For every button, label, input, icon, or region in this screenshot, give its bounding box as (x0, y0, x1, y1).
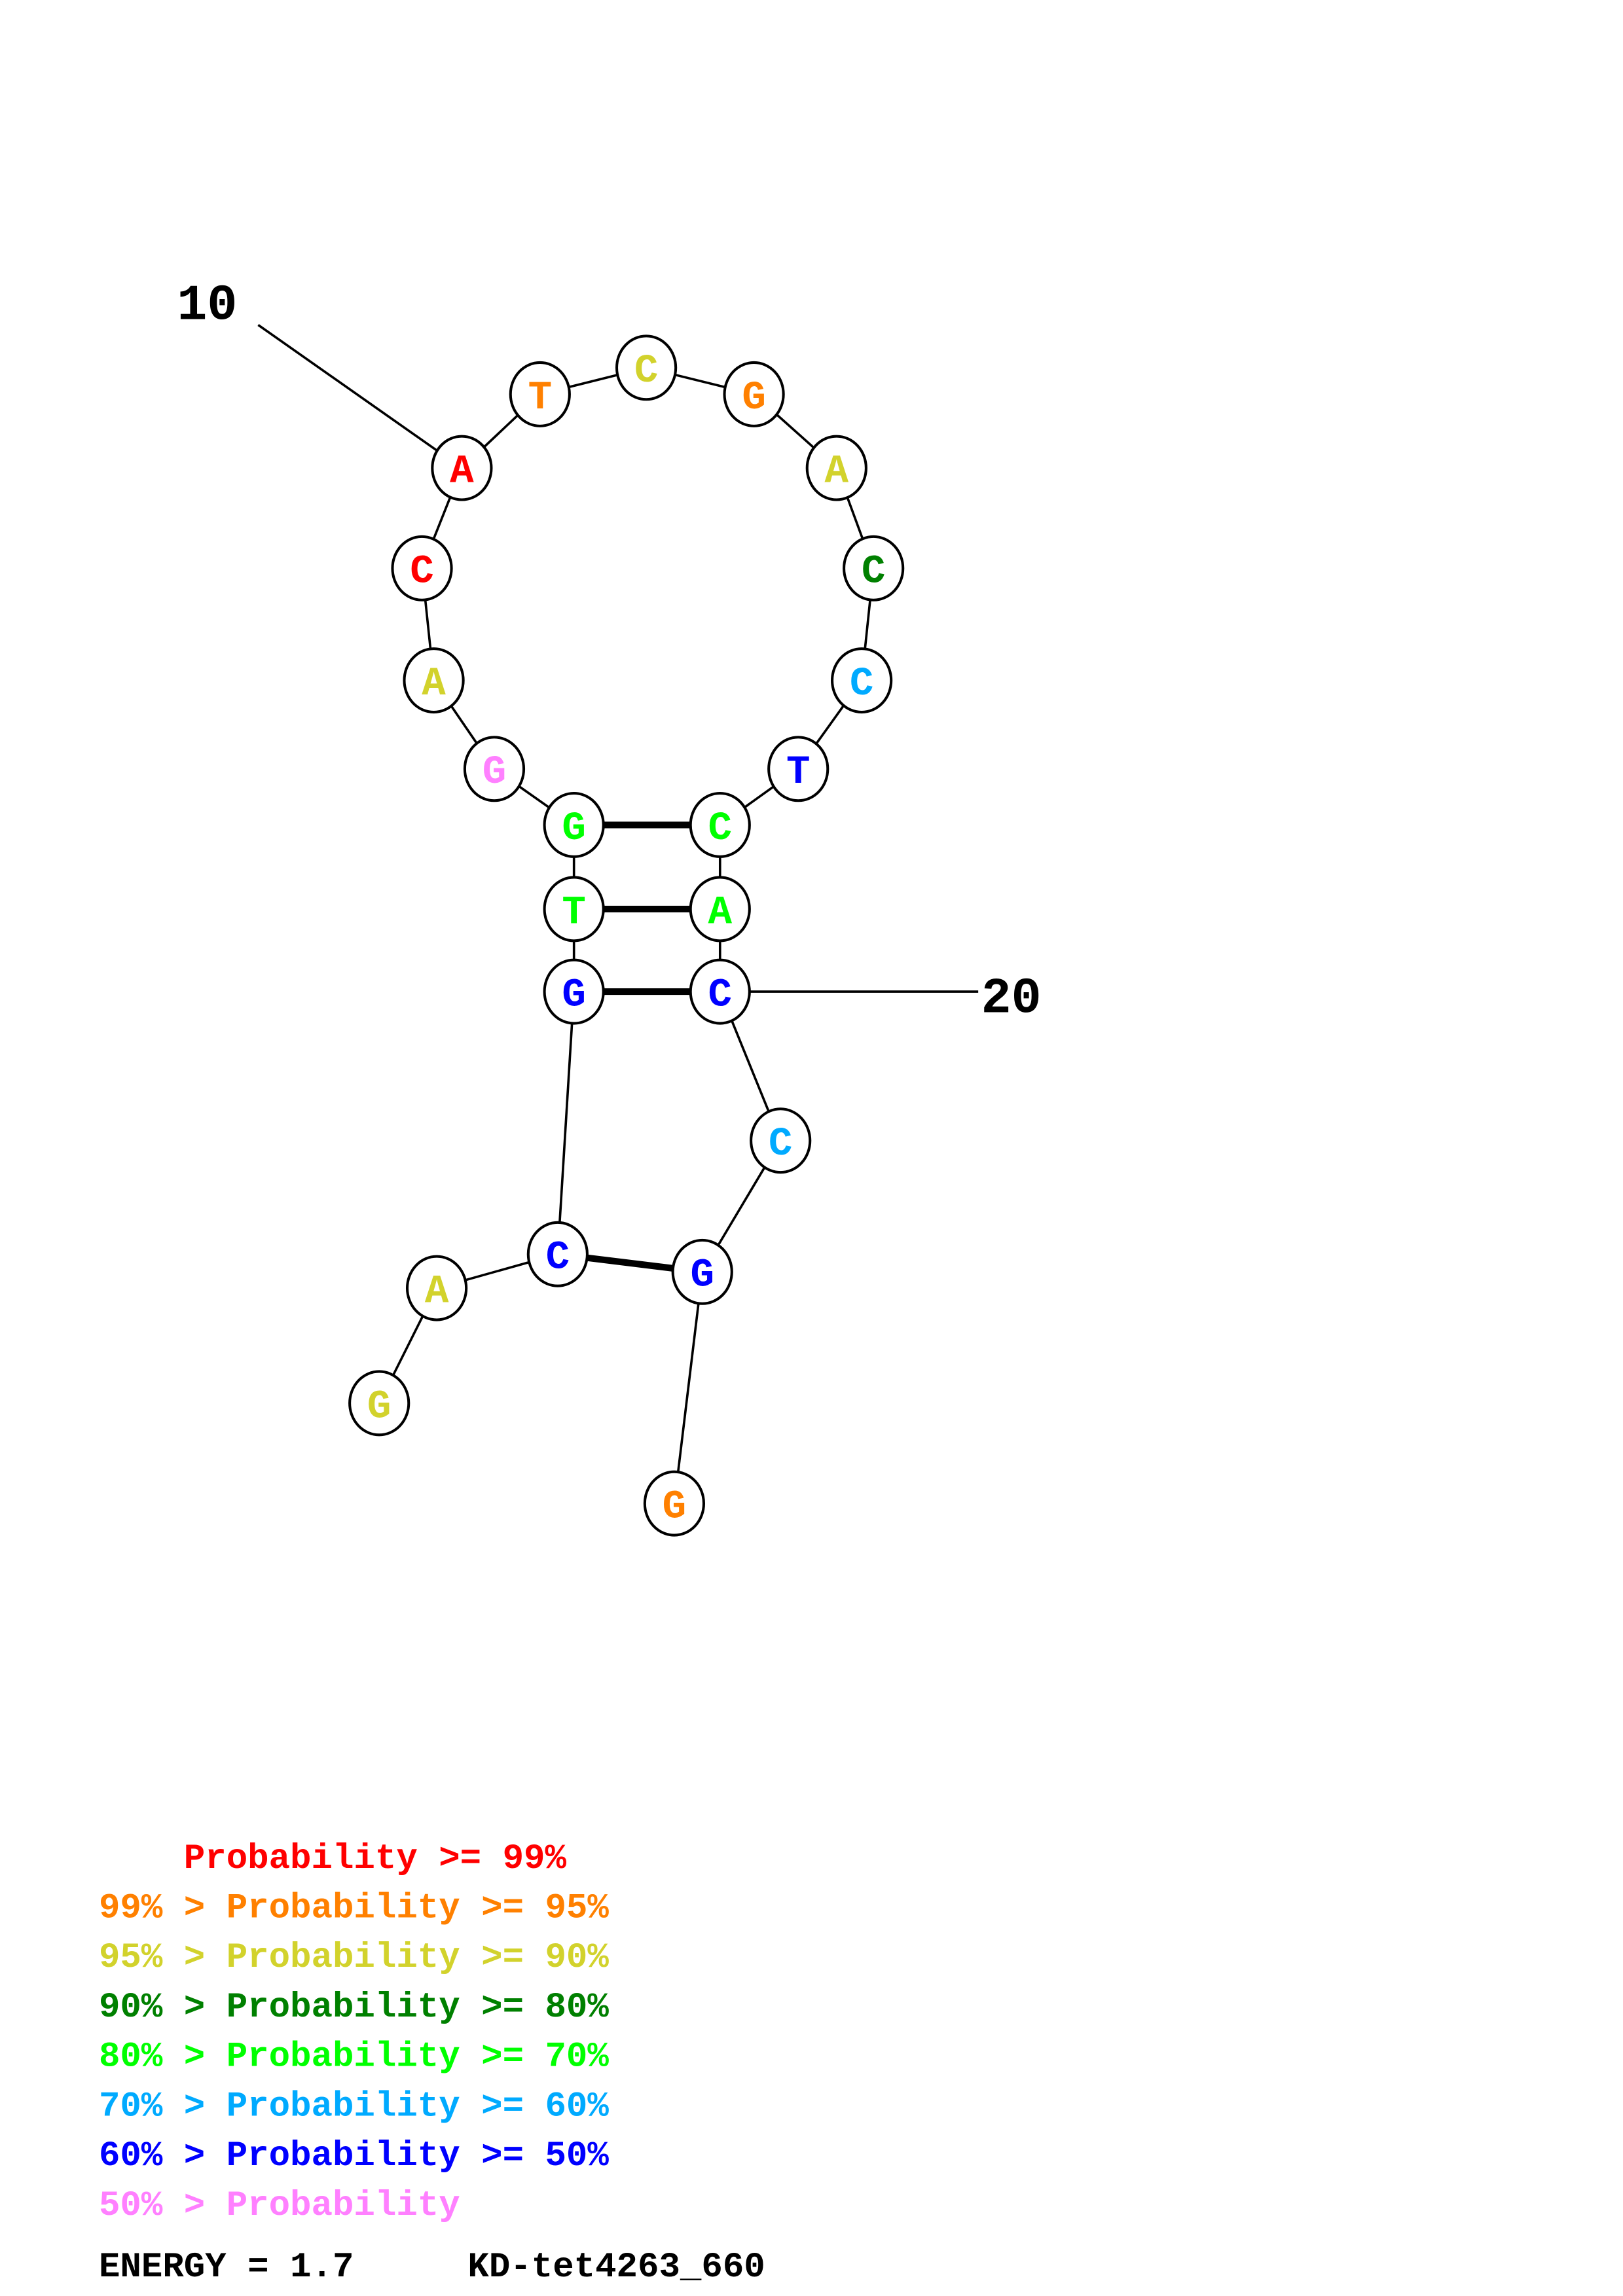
nucleotide-base: C (634, 349, 659, 394)
nucleotide-base: A (425, 1270, 449, 1315)
nucleotide-circle (348, 1370, 410, 1437)
nucleotide-circle (509, 361, 571, 427)
position-label-20: 20 (981, 971, 1042, 1028)
nucleotide-14: A (805, 435, 867, 501)
nucleotide-base: G (562, 973, 586, 1018)
nucleotide-circle (431, 435, 493, 501)
nucleotide-base: C (546, 1236, 570, 1281)
nucleotide-base: T (562, 890, 586, 935)
nucleotide-base: G (663, 1485, 687, 1530)
nucleotide-base: C (769, 1122, 793, 1167)
footer: ENERGY = 1.7 KD-tet4263_660 (99, 2248, 765, 2287)
nucleotide-base: C (862, 550, 886, 595)
nucleotide-10: A (431, 435, 493, 501)
nucleotide-base: G (562, 806, 586, 852)
nucleotide-base: G (483, 750, 507, 795)
nucleotide-circle (403, 647, 465, 714)
nucleotide-base: G (690, 1253, 714, 1299)
nucleotide-21: C (750, 1107, 812, 1174)
probability-legend: Probability >= 99% 99% > Probability >= 9… (99, 1839, 609, 2226)
nucleotide-circle (543, 958, 605, 1025)
nucleotide-circle (463, 736, 526, 802)
nucleotide-base: A (708, 890, 733, 935)
backbone-link (673, 1272, 704, 1504)
nucleotide-circle (689, 876, 751, 942)
position-labels: 10 20 (177, 278, 1041, 1028)
nucleotide-base: C (850, 662, 874, 707)
nucleotide-circle (767, 736, 830, 802)
legend-entry: Probability >= 99% (99, 1839, 566, 1879)
nucleotide-circle (843, 535, 905, 601)
position-label-line (257, 323, 463, 469)
nucleotide-4: G (543, 958, 605, 1025)
nucleotide-circle (543, 791, 605, 858)
nucleotide-base: G (367, 1384, 392, 1429)
nucleotide-18: C (689, 791, 751, 858)
nucleotide-17: T (767, 736, 830, 802)
nucleotide-base: G (742, 376, 766, 421)
nucleotide-5: T (543, 876, 605, 942)
nucleotide-3: C (526, 1221, 589, 1287)
nucleotide-circle (615, 334, 678, 401)
nucleotide-circle (831, 647, 893, 714)
position-label-10: 10 (177, 278, 237, 334)
nucleotide-9: C (391, 535, 453, 601)
nucleotide-23: G (643, 1470, 706, 1537)
nucleotide-12: C (615, 334, 678, 401)
nucleotide-circle (526, 1221, 589, 1287)
backbone-link (556, 992, 575, 1255)
nucleotide-base: C (410, 550, 434, 595)
legend-entry: 80% > Probability >= 70% (99, 2037, 609, 2077)
nucleotide-2: A (405, 1255, 468, 1321)
nucleotide-circle (543, 876, 605, 942)
nucleotide-base: T (786, 750, 811, 795)
sequence-name: KD-tet4263_660 (467, 2248, 765, 2287)
nucleotide-base: C (708, 973, 733, 1018)
nucleotide-circle (689, 791, 751, 858)
nucleotide-base: A (825, 449, 849, 494)
nucleotide-13: G (723, 361, 785, 427)
nucleotide-6: G (543, 791, 605, 858)
nucleotide-base: A (450, 449, 474, 494)
nucleotide-7: G (463, 736, 526, 802)
nucleotide-11: T (509, 361, 571, 427)
backbone-lines (378, 367, 875, 1504)
nucleotide-20: C (689, 958, 751, 1025)
legend-entry: 95% > Probability >= 90% (99, 1938, 609, 1978)
nucleotide-19: A (689, 876, 751, 942)
legend-entry: 60% > Probability >= 50% (99, 2136, 609, 2176)
nucleotide-circle (723, 361, 785, 427)
nucleotide-circle (805, 435, 867, 501)
nucleotide-circle (405, 1255, 468, 1321)
nucleotide-base: T (528, 376, 553, 421)
energy-label: ENERGY = 1.7 (99, 2248, 354, 2287)
legend-entry: 90% > Probability >= 80% (99, 1988, 609, 2028)
nucleotide-circle (643, 1470, 706, 1537)
nucleotide-base: A (422, 662, 446, 707)
nucleotide-8: A (403, 647, 465, 714)
nucleotide-16: C (831, 647, 893, 714)
nucleotide-circle (750, 1107, 812, 1174)
nucleotide-22: G (671, 1238, 733, 1305)
nucleotide-circle (391, 535, 453, 601)
legend-entry: 70% > Probability >= 60% (99, 2087, 609, 2126)
nucleotide-15: C (843, 535, 905, 601)
nucleotide-base: C (708, 806, 733, 852)
legend-entry: 50% > Probability (99, 2186, 460, 2226)
nucleotide-circle (671, 1238, 733, 1305)
nucleotide-1: G (348, 1370, 410, 1437)
legend-entry: 99% > Probability >= 95% (99, 1888, 609, 1928)
nucleotide-circle (689, 958, 751, 1025)
